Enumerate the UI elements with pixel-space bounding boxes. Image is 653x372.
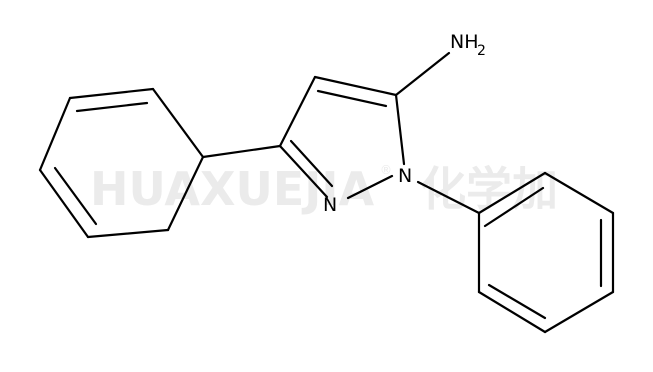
bond	[38, 168, 90, 239]
bond-phenyl-c3	[201, 144, 282, 159]
bond	[543, 290, 615, 334]
bond	[483, 186, 545, 228]
bond	[68, 87, 155, 100]
bond	[278, 75, 317, 148]
bond	[151, 87, 205, 159]
atom-label-amine: NH	[450, 31, 479, 53]
bond	[53, 166, 98, 226]
watermark-text: HUAXUEJIA	[90, 162, 375, 216]
atom-label-n1: N	[398, 165, 412, 187]
bond	[487, 283, 547, 320]
left-phenyl-ring	[38, 87, 205, 239]
bond	[346, 174, 394, 200]
bond	[166, 155, 205, 232]
pyrazole-ring	[278, 75, 406, 200]
right-phenyl-ring	[477, 171, 615, 334]
bond-c5-amine	[394, 51, 451, 97]
watermark-registered-mark: ®	[380, 163, 392, 177]
bond	[394, 93, 406, 166]
watermark: HUAXUEJIA ® 化学加	[90, 162, 558, 216]
bond	[316, 89, 388, 108]
bond	[543, 171, 615, 215]
bond	[289, 139, 334, 188]
atom-label-amine-subscript: 2	[477, 43, 486, 59]
bond	[38, 96, 72, 172]
bond	[477, 290, 547, 334]
bond	[313, 75, 398, 97]
bond	[75, 101, 149, 113]
bond-n1-phenyl	[416, 180, 481, 215]
atom-label-n2: N	[323, 194, 337, 216]
bond	[86, 228, 170, 239]
atom-labels: N N NH 2	[323, 31, 486, 216]
bond	[278, 144, 329, 199]
bond	[477, 171, 547, 215]
